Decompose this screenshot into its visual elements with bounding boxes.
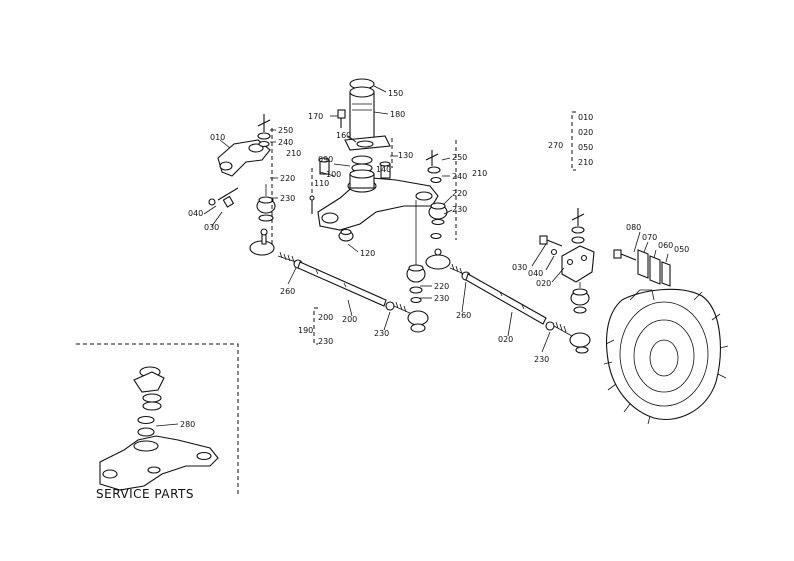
- label-110: 110: [314, 179, 329, 188]
- center-arm: [309, 169, 439, 242]
- label-170: 170: [308, 112, 323, 121]
- label-270-210: 210: [578, 158, 593, 167]
- label-240-right: 240: [452, 172, 467, 181]
- label-080: 080: [626, 223, 641, 232]
- label-260-left: 260: [280, 287, 295, 296]
- label-020-rod: 020: [498, 335, 513, 344]
- service-parts-box: [76, 343, 239, 496]
- king-pin-assembly: [311, 78, 393, 196]
- label-190: 190: [298, 326, 313, 335]
- label-030: 030: [204, 223, 219, 232]
- label-030-right: 030: [512, 263, 527, 272]
- label-250: 250: [278, 126, 293, 135]
- label-090: 090: [318, 155, 333, 164]
- label-280: 280: [180, 420, 195, 429]
- label-200-group: 200: [318, 313, 333, 322]
- label-220: 220: [280, 174, 295, 183]
- label-120: 120: [360, 249, 375, 258]
- left-arm: [208, 114, 276, 248]
- leader-lines: [203, 85, 669, 353]
- label-250-right: 250: [452, 153, 467, 162]
- label-070: 070: [642, 233, 657, 242]
- label-230: 230: [280, 194, 295, 203]
- bracket-190: [313, 307, 318, 345]
- label-270-050: 050: [578, 143, 593, 152]
- label-210: 210: [286, 149, 301, 158]
- center-right-joint: [406, 140, 457, 304]
- bracket-270: [571, 111, 576, 171]
- left-drag-link: [249, 228, 429, 333]
- label-040-right: 040: [528, 269, 543, 278]
- label-020-knuckle: 020: [536, 279, 551, 288]
- label-150: 150: [388, 89, 403, 98]
- right-knuckle-arm: [539, 208, 671, 314]
- label-180: 180: [390, 110, 405, 119]
- label-220-lower: 220: [434, 282, 449, 291]
- label-230-right-end: 230: [534, 355, 549, 364]
- label-140: 140: [376, 165, 391, 174]
- label-230-lower: 230: [434, 294, 449, 303]
- label-230-left-end: 230: [374, 329, 389, 338]
- label-270-010: 010: [578, 113, 593, 122]
- label-220-right: 220: [452, 189, 467, 198]
- label-060: 060: [658, 241, 673, 250]
- label-200-tube: 200: [342, 315, 357, 324]
- wheel-hub: [603, 288, 729, 425]
- service-parts-title: SERVICE PARTS: [96, 487, 194, 501]
- label-230-group: 230: [318, 337, 333, 346]
- label-100: 100: [326, 170, 341, 179]
- label-160: 160: [336, 131, 351, 140]
- label-210-right: 210: [472, 169, 487, 178]
- label-130: 130: [398, 151, 413, 160]
- label-050: 050: [674, 245, 689, 254]
- label-260-right: 260: [456, 311, 471, 320]
- label-270-020: 020: [578, 128, 593, 137]
- label-270: 270: [548, 141, 563, 150]
- label-010: 010: [210, 133, 225, 142]
- label-230-right: 230: [452, 205, 467, 214]
- label-240: 240: [278, 138, 293, 147]
- label-040: 040: [188, 209, 203, 218]
- right-tie-rod: [425, 248, 591, 354]
